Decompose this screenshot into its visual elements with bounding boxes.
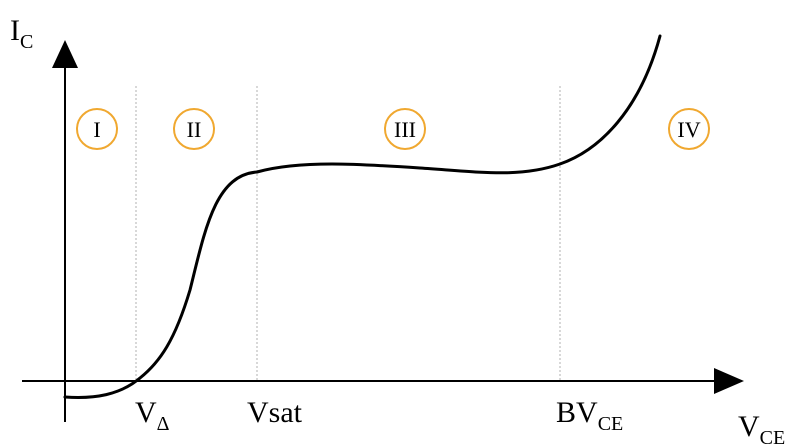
region-circle [668, 108, 710, 150]
x-axis-label-sub: CE [760, 427, 786, 446]
region-marker-iii: III [384, 108, 426, 150]
region-label: I [93, 117, 100, 142]
region-label: II [187, 117, 202, 142]
region-marker-ii: II [173, 108, 215, 150]
region-marker-i: I [76, 108, 118, 150]
bv-ce-sub: CE [598, 413, 624, 435]
v-delta-label: VΔ [135, 396, 170, 435]
y-axis-label-sub: C [20, 31, 33, 53]
region-label: IV [677, 117, 700, 142]
y-axis-label-main: I [10, 14, 20, 47]
y-axis-label: IC [10, 14, 33, 53]
x-axis-arrow-icon [714, 368, 744, 394]
region-label: III [394, 117, 416, 142]
v-delta-sub: Δ [157, 413, 170, 435]
bv-ce-main: BV [556, 396, 598, 429]
bv-ce-label: BVCE [556, 396, 623, 435]
region-circle [76, 108, 118, 150]
x-axis-label: VCE [738, 410, 785, 446]
ic-vce-curve [63, 34, 662, 399]
region-circle [173, 108, 215, 150]
y-axis-arrow-icon [52, 40, 78, 68]
x-axis-label-main: V [738, 410, 760, 443]
region-marker-iv: IV [668, 108, 710, 150]
v-sat-label: Vsat [247, 396, 303, 429]
v-delta-main: V [135, 396, 157, 429]
region-circle [384, 108, 426, 150]
